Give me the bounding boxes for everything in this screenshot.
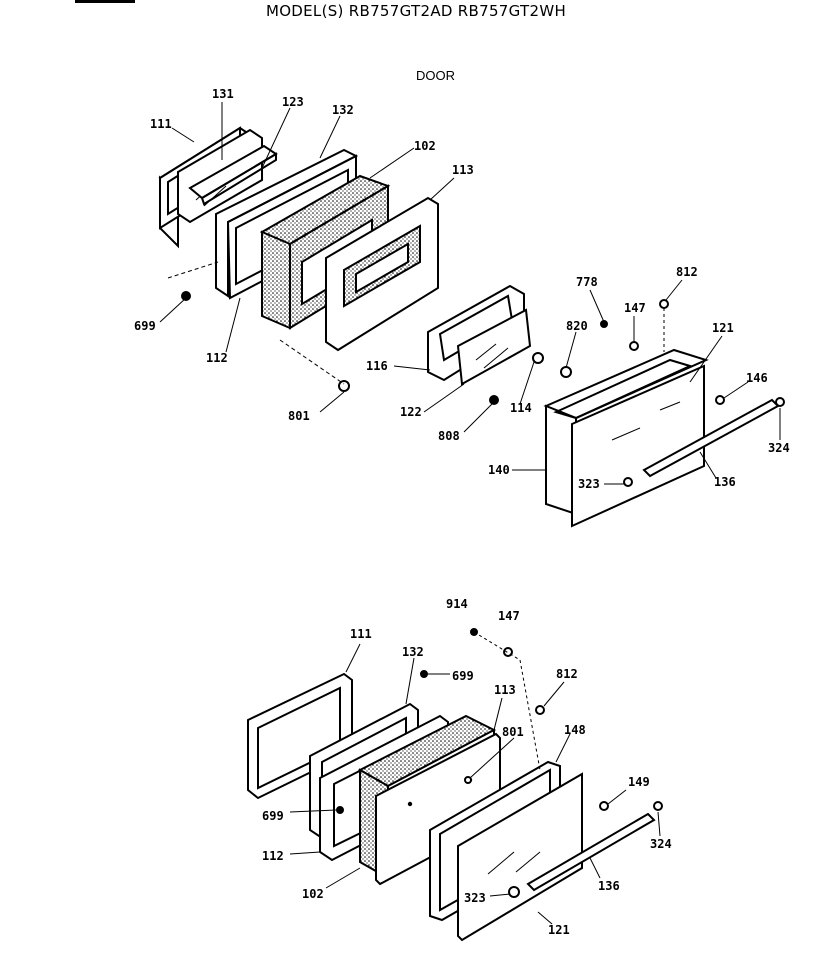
label-148: 148 — [564, 723, 586, 737]
part-136-handle-bottom — [526, 812, 656, 892]
label-147: 147 — [624, 301, 646, 315]
label-324: 324 — [768, 441, 790, 455]
title-underline — [75, 0, 135, 3]
part-323-cap-bottom — [508, 886, 520, 898]
label-132b: 132 — [402, 645, 424, 659]
label-113b: 113 — [494, 683, 516, 697]
label-131: 131 — [212, 87, 234, 101]
label-323: 323 — [578, 477, 600, 491]
part-113-inner-panel — [325, 196, 439, 352]
label-808: 808 — [438, 429, 460, 443]
bottom-door-assembly — [247, 628, 663, 942]
label-123: 123 — [282, 95, 304, 109]
label-699: 699 — [134, 319, 156, 333]
part-122-glass — [456, 308, 532, 386]
label-812b: 812 — [556, 667, 578, 681]
label-111: 111 — [150, 117, 172, 131]
top-leader-lines — [159, 102, 781, 485]
part-323-cap — [623, 477, 633, 487]
label-102b: 102 — [302, 887, 324, 901]
label-778: 778 — [576, 275, 598, 289]
part-121-glass-bottom — [457, 772, 583, 942]
part-812-bottom — [535, 705, 545, 715]
part-699-b2 — [336, 806, 344, 814]
label-147b: 147 — [498, 609, 520, 623]
label-323b: 323 — [464, 891, 486, 905]
label-116: 116 — [366, 359, 388, 373]
part-801-bottom — [464, 776, 472, 784]
label-801: 801 — [288, 409, 310, 423]
label-132: 132 — [332, 103, 354, 117]
label-699b: 699 — [452, 669, 474, 683]
part-149 — [599, 801, 609, 811]
diagram-subtitle: DOOR — [416, 68, 455, 83]
label-113: 113 — [452, 163, 474, 177]
part-699-bottom — [420, 670, 428, 678]
part-820-screw — [560, 366, 572, 378]
label-820: 820 — [566, 319, 588, 333]
label-102: 102 — [414, 139, 436, 153]
bottom-callout-labels: 914 147 111 132 699 113 812 801 148 699 … — [262, 597, 672, 937]
bottom-leader-lines — [289, 643, 661, 925]
label-112: 112 — [206, 351, 228, 365]
label-149: 149 — [628, 775, 650, 789]
label-140: 140 — [488, 463, 510, 477]
part-324-cap-bottom — [653, 801, 663, 811]
part-699-screw — [167, 261, 219, 301]
part-123-inner-frame — [188, 144, 278, 206]
part-121-outer-glass — [571, 364, 705, 528]
label-146: 146 — [746, 371, 768, 385]
top-door-assembly — [158, 126, 785, 528]
part-147 — [629, 341, 639, 351]
part-808-screw — [489, 395, 499, 405]
part-801-screw — [279, 339, 350, 392]
label-801b: 801 — [502, 725, 524, 739]
label-114: 114 — [510, 401, 532, 415]
label-112b: 112 — [262, 849, 284, 863]
label-699c: 699 — [262, 809, 284, 823]
part-146 — [715, 395, 725, 405]
part-324-cap — [775, 397, 785, 407]
label-136b: 136 — [598, 879, 620, 893]
label-122: 122 — [400, 405, 422, 419]
label-324b: 324 — [650, 837, 672, 851]
label-812: 812 — [676, 265, 698, 279]
top-callout-labels: 111 131 123 132 102 113 699 112 116 801 … — [134, 87, 790, 491]
page-title: MODEL(S) RB757GT2AD RB757GT2WH — [265, 2, 567, 20]
part-140-outer-door — [543, 348, 709, 516]
label-121: 121 — [712, 321, 734, 335]
label-121b: 121 — [548, 923, 570, 937]
part-812 — [659, 299, 669, 309]
label-111b: 111 — [350, 627, 372, 641]
label-136: 136 — [714, 475, 736, 489]
label-914: 914 — [446, 597, 468, 611]
part-114-clip — [532, 352, 544, 364]
